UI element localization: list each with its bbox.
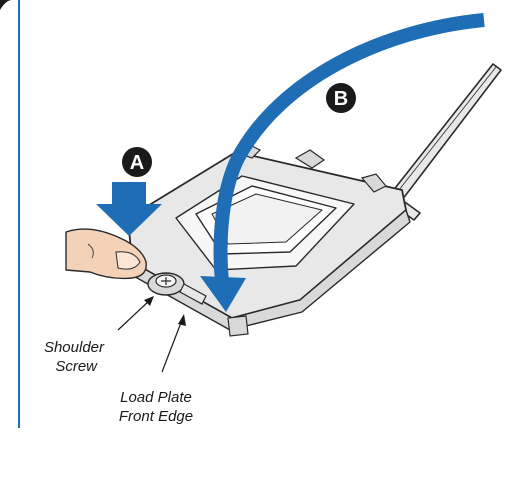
step-marker-b-label: B <box>334 88 348 110</box>
leader-line-load-plate <box>161 314 186 373</box>
left-border-rule <box>18 0 20 428</box>
finger <box>65 228 147 280</box>
callout-load-plate-line2: Front Edge <box>119 408 193 425</box>
press-down-arrow <box>96 182 162 236</box>
step-marker-a: A <box>122 147 152 177</box>
callout-shoulder-screw-line2: Screw <box>55 358 98 375</box>
partial-marker <box>0 0 12 10</box>
callout-shoulder-screw-line1: Shoulder <box>44 339 105 356</box>
step-marker-b: B <box>326 83 356 113</box>
leader-line-shoulder-screw <box>117 296 154 331</box>
shoulder-screw <box>147 272 207 305</box>
callout-load-plate-line1: Load Plate <box>120 389 192 406</box>
step-marker-a-label: A <box>130 152 144 174</box>
close-rotation-arrow <box>200 13 485 312</box>
